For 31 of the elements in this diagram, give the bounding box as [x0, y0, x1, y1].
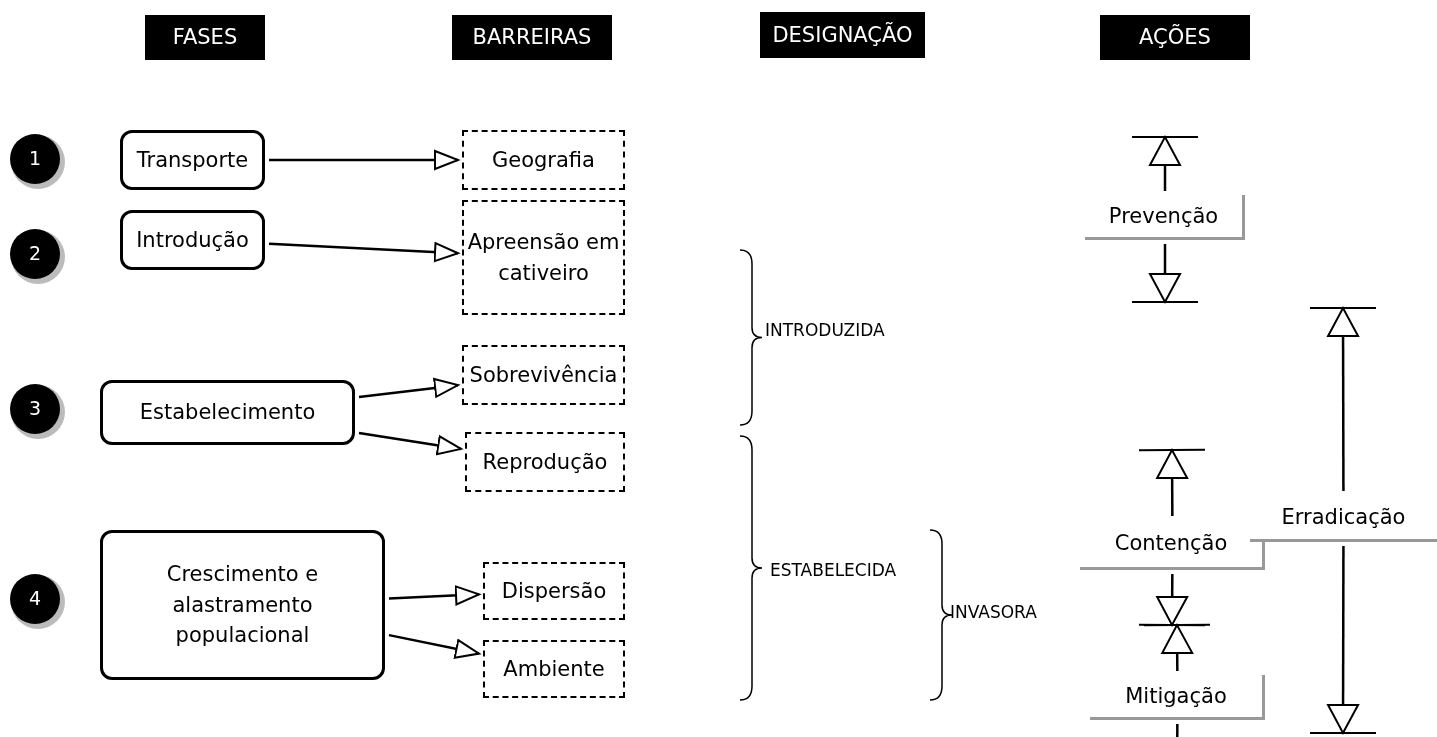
barrier-box: Reprodução [465, 432, 625, 492]
arrow [269, 150, 459, 170]
arrow [1309, 546, 1377, 735]
category-label: INTRODUZIDA [765, 320, 885, 340]
arrow [268, 242, 459, 263]
phase-box: Crescimento e alastramento populacional [100, 530, 385, 680]
column-header: BARREIRAS [452, 15, 612, 60]
phase-box: Transporte [120, 130, 265, 190]
barrier-box: Apreensão em cativeiro [462, 200, 625, 315]
column-header: DESIGNAÇÃO [760, 12, 925, 58]
category-label: INVASORA [950, 602, 1037, 622]
arrow [1309, 306, 1377, 491]
barrier-box: Ambiente [483, 640, 625, 698]
action-label: Mitigação [1090, 675, 1265, 720]
arrow [388, 585, 480, 606]
arrow [358, 431, 462, 456]
action-label: Prevenção [1085, 195, 1245, 240]
barrier-box: Geografia [462, 130, 625, 190]
column-header: FASES [145, 15, 265, 60]
arrow [1138, 448, 1206, 516]
arrow [388, 633, 480, 659]
arrow [358, 377, 459, 399]
column-header: AÇÕES [1100, 15, 1250, 60]
arrow [1131, 136, 1199, 191]
category-label: ESTABELECIDA [770, 560, 897, 580]
arrow [1131, 244, 1199, 303]
arrow [1143, 623, 1211, 671]
phase-box: Introdução [120, 210, 265, 270]
phase-box: Estabelecimento [100, 380, 355, 445]
barrier-box: Sobrevivência [462, 345, 625, 405]
barrier-box: Dispersão [483, 562, 625, 620]
